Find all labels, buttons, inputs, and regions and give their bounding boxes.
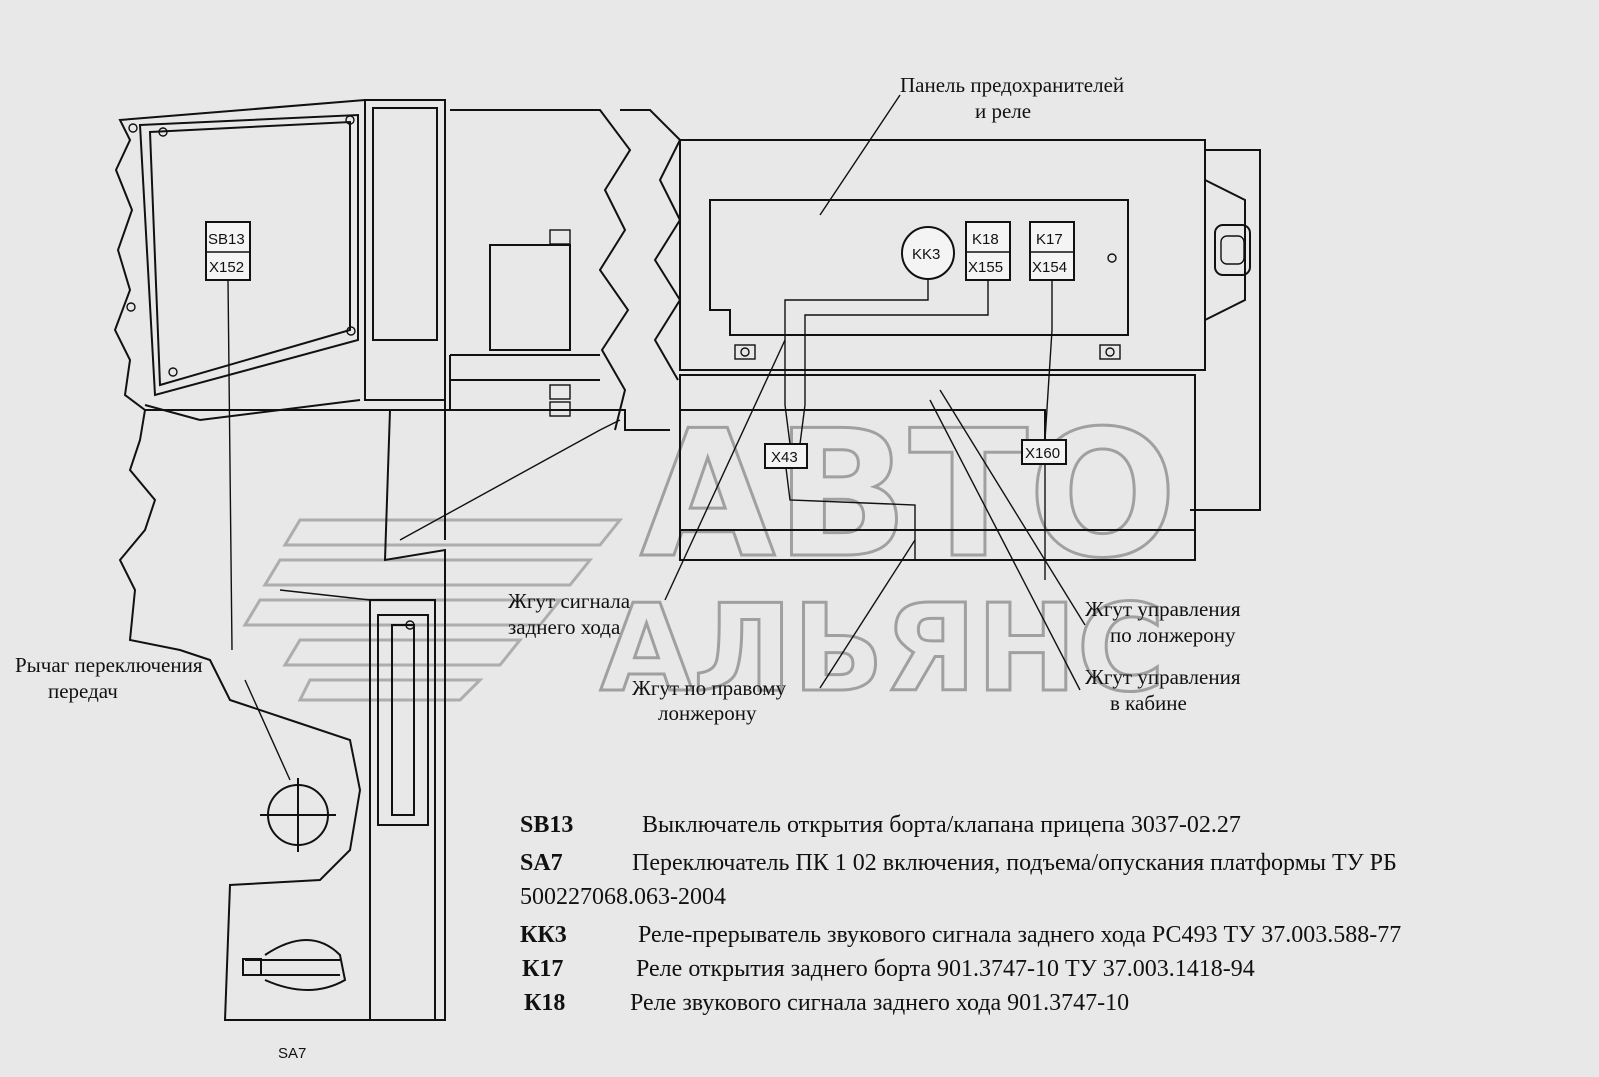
middle-frame [390,109,682,431]
legend-text: Реле-прерыватель звукового сигнала задне… [638,922,1402,948]
legend-text: 500227068.063-2004 [520,884,726,910]
legend-text: Реле звукового сигнала заднего хода 901.… [630,990,1130,1016]
legend-code: К17 [522,956,564,982]
kk3-relay: KK3 [901,226,955,280]
legend-text: Реле открытия заднего борта 901.3747-10 … [636,956,1255,982]
reverse-harness-label-1: Жгут сигнала [508,589,631,613]
legend-code: SA7 [520,850,563,876]
x155-tag: X155 [968,259,1003,276]
legend-code: К18 [524,990,566,1016]
x160-connector: X160 [1021,439,1067,465]
ctrl-member-label-2: по лонжерону [1110,623,1236,647]
right-member-label-2: лонжерону [658,701,757,725]
legend-row: SA7 Переключатель ПК 1 02 включения, под… [520,850,1580,884]
ctrl-cab-label-1: Жгут управления [1085,665,1241,689]
legend-row: 500227068.063-2004 [520,884,1580,918]
legend-text: Переключатель ПК 1 02 включения, подъема… [632,850,1397,876]
legend-row: К17 Реле открытия заднего борта 901.3747… [520,956,1580,990]
legend-row: SB13 Выключатель открытия борта/клапана … [520,812,1580,846]
legend: SB13 Выключатель открытия борта/клапана … [520,812,1580,1024]
callouts: Панель предохранителей и реле Жгут сигна… [15,73,1241,1062]
fuse-relay-panel [679,139,1261,511]
legend-code: КК3 [520,922,567,948]
fuse-panel-label-1: Панель предохранителей [900,73,1124,97]
x160-tag: X160 [1025,445,1060,462]
sa7-tag: SA7 [278,1045,306,1062]
wiring [279,279,1053,601]
cab-panel [113,99,446,411]
watermark-logo [242,518,624,702]
sb13-tag: SB13 [208,231,245,248]
watermark-line-2: АЛЬЯНС [600,580,1165,719]
watermark: АВТО АЛЬЯНС [242,393,1178,721]
legend-row: КК3 Реле-прерыватель звукового сигнала з… [520,922,1580,956]
watermark-line-1: АВТО [640,394,1177,597]
ctrl-member-label-1: Жгут управления [1085,597,1241,621]
ctrl-cab-label-2: в кабине [1110,691,1187,715]
legend-text: Выключатель открытия борта/клапана прице… [642,812,1241,838]
reverse-harness-label-2: заднего хода [508,615,621,639]
legend-code: SB13 [520,812,574,838]
x154-tag: X154 [1032,259,1067,276]
k17-relay: K17 X154 [1029,221,1075,281]
x152-tag: X152 [209,259,244,276]
legend-row: К18 Реле звукового сигнала заднего хода … [520,990,1580,1024]
sb13-switch: SB13 X152 [205,221,251,651]
fuse-panel-label-2: и реле [975,99,1031,123]
gear-console [118,399,446,1021]
lever-label-1: Рычаг переключения [15,653,203,677]
k17-tag: K17 [1036,231,1063,248]
k18-relay: K18 X155 [965,221,1011,281]
x43-tag: X43 [771,449,798,466]
kk3-tag: KK3 [912,246,940,263]
x43-connector: X43 [764,443,808,469]
lever-label-2: передач [48,679,118,703]
right-member-label-1: Жгут по правому [632,676,787,700]
k18-tag: K18 [972,231,999,248]
leader-lines [244,94,1086,781]
